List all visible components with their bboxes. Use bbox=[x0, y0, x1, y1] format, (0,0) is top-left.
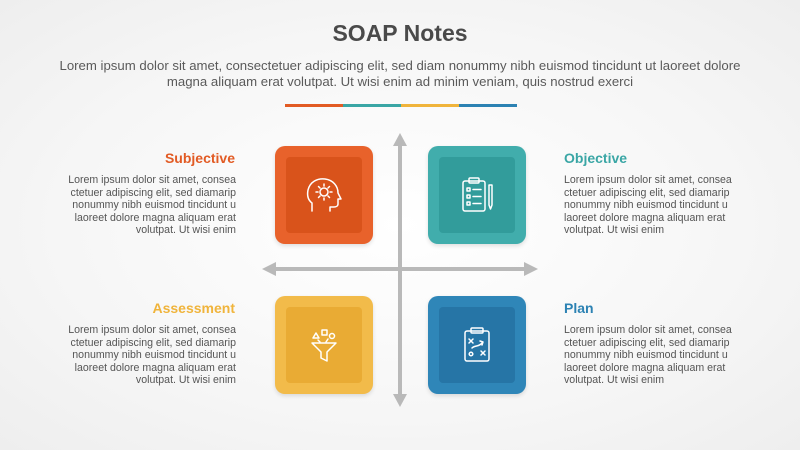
objective-description: Lorem ipsum dolor sit amet, consea ctetu… bbox=[564, 174, 732, 237]
divider-segment-objective bbox=[343, 104, 401, 107]
plan-tile bbox=[428, 296, 526, 394]
horizontal-axis bbox=[272, 267, 528, 271]
subjective-description: Lorem ipsum dolor sit amet, consea ctetu… bbox=[68, 174, 236, 237]
clipboard-checklist-icon bbox=[462, 177, 493, 212]
clipboard-strategy-icon bbox=[464, 327, 490, 362]
funnel-icon bbox=[311, 329, 337, 362]
axis-arrow-left bbox=[262, 262, 276, 276]
objective-tile bbox=[428, 146, 526, 244]
divider-segment-plan bbox=[459, 104, 517, 107]
axis-arrow-down bbox=[393, 394, 407, 407]
axis-arrow-up bbox=[393, 133, 407, 146]
color-divider bbox=[285, 104, 517, 107]
page-subtitle: Lorem ipsum dolor sit amet, consectetuer… bbox=[59, 58, 741, 89]
divider-segment-subjective bbox=[285, 104, 343, 107]
plan-label: Plan bbox=[564, 300, 594, 316]
objective-label: Objective bbox=[564, 150, 628, 166]
plan-description: Lorem ipsum dolor sit amet, consea ctetu… bbox=[564, 324, 732, 387]
assessment-description: Lorem ipsum dolor sit amet, consea ctetu… bbox=[68, 324, 236, 387]
assessment-tile bbox=[275, 296, 373, 394]
axis-arrow-right bbox=[524, 262, 538, 276]
assessment-label: Assessment bbox=[152, 300, 236, 316]
divider-segment-assessment bbox=[401, 104, 459, 107]
page-title: SOAP Notes bbox=[332, 20, 468, 46]
head-gear-icon bbox=[306, 178, 342, 212]
subjective-label: Subjective bbox=[164, 150, 235, 166]
subjective-tile bbox=[275, 146, 373, 244]
